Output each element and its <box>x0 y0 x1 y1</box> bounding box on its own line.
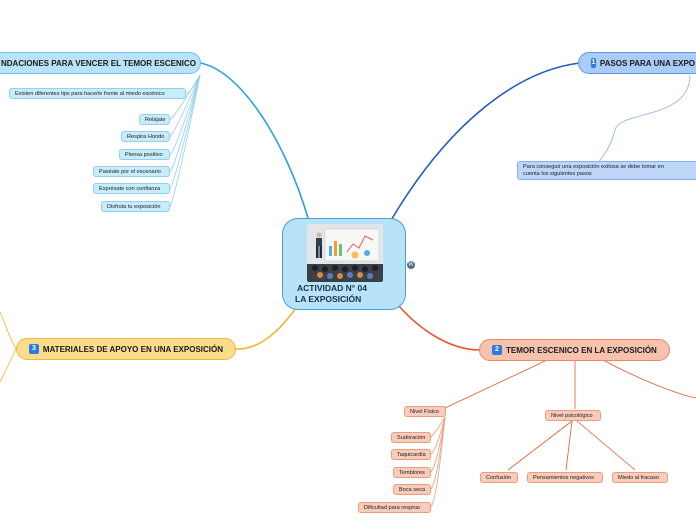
sintoma-label: Dificultad para respirar <box>364 504 421 511</box>
topic-number-badge: 1 <box>591 58 596 68</box>
branch-materiales <box>235 307 297 350</box>
branch-temor <box>397 304 481 351</box>
sintoma-sudoracion[interactable]: Sudoración <box>391 432 431 443</box>
topic-recomendaciones-title: NDACIONES PARA VENCER EL TEMOR ESCENICO <box>1 58 196 68</box>
pasos-note[interactable]: Para conseguir una exposición exitosa se… <box>517 161 696 180</box>
sintoma-temblores[interactable]: Temblores <box>393 467 431 478</box>
tip-label: Disfruta tu exposición <box>107 203 161 210</box>
sintoma-taquicardia[interactable]: Taquicardia <box>391 449 431 460</box>
branch-pasos <box>389 62 581 223</box>
sintoma-dificultad-respirar[interactable]: Dificultad para respirar <box>358 502 431 513</box>
topic-number-badge: 3 <box>29 344 39 354</box>
recomendaciones-intro-text: Existen diferentes tips para hacerle fre… <box>15 90 165 97</box>
pasos-sub-connector <box>595 74 691 166</box>
pasos-note-line1: Para conseguir una exposición exitosa se… <box>523 163 664 170</box>
pasos-note-line2: cuenta los siguientes pasos <box>523 170 592 177</box>
topic-pasos[interactable]: 1 PASOS PARA UNA EXPO <box>578 52 696 74</box>
sintoma-boca-seca[interactable]: Boca seca <box>393 484 431 495</box>
nivel-psicologico[interactable]: Nivel psicológico <box>545 410 601 421</box>
nivel-psicologico-label: Nivel psicológico <box>551 412 593 419</box>
tip-disfruta[interactable]: Disfruta tu exposición <box>101 201 170 212</box>
sintoma-label: Temblores <box>399 469 425 476</box>
tip-relajate[interactable]: Relájate <box>139 114 170 125</box>
sintoma-label: Miedo al fracaso <box>618 474 660 481</box>
tip-pasease[interactable]: Paséate por el escenario <box>93 166 170 177</box>
sintoma-confusion[interactable]: Confusión <box>480 472 518 483</box>
sintoma-miedo-fracaso[interactable]: Miedo al fracaso <box>612 472 668 483</box>
presentation-image <box>307 224 383 282</box>
central-title-line2: LA EXPOSICIÓN <box>295 294 362 304</box>
topic-number-badge: 2 <box>492 345 502 355</box>
tip-expresate[interactable]: Exprésate con confianza <box>93 183 170 194</box>
central-title-line1: ACTIVIDAD N° 04 <box>297 283 367 293</box>
sintoma-label: Boca seca <box>399 486 426 493</box>
tip-label: Relájate <box>145 116 166 123</box>
topic-temor[interactable]: 2 TEMOR ESCENICO EN LA EXPOSICIÓN <box>479 339 670 361</box>
psicologico-sub-connectors <box>507 420 636 471</box>
sintoma-pensamientos-negativos[interactable]: Pensamientos negativos <box>527 472 603 483</box>
topic-materiales-title: MATERIALES DE APOYO EN UNA EXPOSICIÓN <box>42 344 223 354</box>
sintoma-label: Taquicardia <box>397 451 426 458</box>
topic-recomendaciones[interactable]: NDACIONES PARA VENCER EL TEMOR ESCENICO <box>0 52 201 74</box>
topic-temor-title: TEMOR ESCENICO EN LA EXPOSICIÓN <box>506 345 657 355</box>
tip-label: Respira Hondo <box>127 133 165 140</box>
sintoma-label: Sudoración <box>397 434 426 441</box>
fisico-sub-connectors <box>430 416 446 508</box>
materiales-sub-connectors <box>0 311 17 383</box>
tip-respira-hondo[interactable]: Respira Hondo <box>121 131 170 142</box>
recomendaciones-sub-connectors <box>169 74 201 208</box>
central-topic-title: ACTIVIDAD N° 04 LA EXPOSICIÓN <box>283 283 407 305</box>
tip-piensa-positivo[interactable]: Piensa positivo <box>119 149 170 160</box>
sintoma-label: Confusión <box>486 474 512 481</box>
recomendaciones-intro[interactable]: Existen diferentes tips para hacerle fre… <box>9 88 186 99</box>
sintoma-label: Pensamientos negativos <box>533 474 594 481</box>
tip-label: Piensa positivo <box>125 151 163 158</box>
central-topic[interactable]: ACTIVIDAD N° 04 LA EXPOSICIÓN <box>282 218 406 310</box>
branch-recomendaciones <box>199 62 309 219</box>
temor-sub-connectors <box>444 360 696 409</box>
wordpress-icon: W <box>407 261 415 269</box>
topic-pasos-title: PASOS PARA UNA EXPO <box>599 58 695 68</box>
nivel-fisico-label: Nivel Físico <box>410 408 439 415</box>
topic-materiales[interactable]: 3 MATERIALES DE APOYO EN UNA EXPOSICIÓN <box>16 338 236 360</box>
tip-label: Exprésate con confianza <box>99 185 161 192</box>
tip-label: Paséate por el escenario <box>99 168 161 175</box>
nivel-fisico[interactable]: Nivel Físico <box>404 406 446 417</box>
